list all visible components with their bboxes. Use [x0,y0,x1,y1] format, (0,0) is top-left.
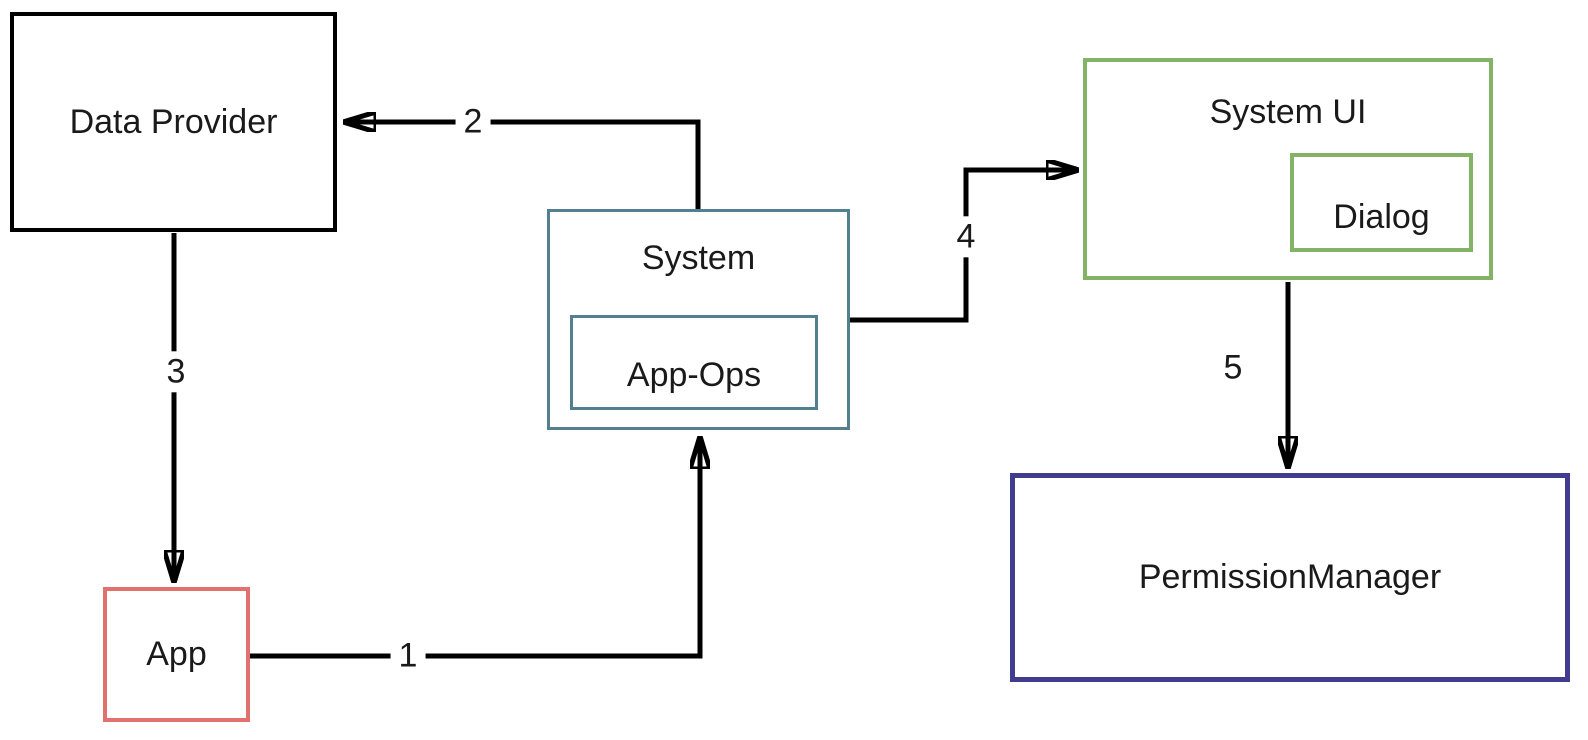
node-app-ops-label: App-Ops [626,356,762,395]
node-system-ui-label: System UI [1209,93,1367,131]
edge-label-5: 5 [1215,347,1251,389]
node-dialog-label: Dialog [1333,198,1430,237]
node-app-ops: App-Ops [570,315,818,410]
node-dialog: Dialog [1290,153,1473,252]
node-data-provider-label: Data Provider [69,102,278,141]
node-system-label: System [641,239,756,277]
node-app-label: App [146,635,207,674]
node-system-ui: System UI Dialog [1083,58,1493,280]
node-system: System App-Ops [547,209,850,430]
edge-2-system-to-data-provider [345,122,701,209]
node-data-provider: Data Provider [10,12,337,232]
edge-label-1: 1 [390,635,426,677]
edge-label-4: 4 [948,216,984,258]
edge-label-3: 3 [158,351,194,393]
edge-1-app-to-system [250,438,700,659]
edge-label-2: 2 [455,101,491,143]
node-app: App [103,587,250,722]
node-permission-manager-label: PermissionManager [1138,558,1442,597]
node-permission-manager: PermissionManager [1010,473,1570,682]
